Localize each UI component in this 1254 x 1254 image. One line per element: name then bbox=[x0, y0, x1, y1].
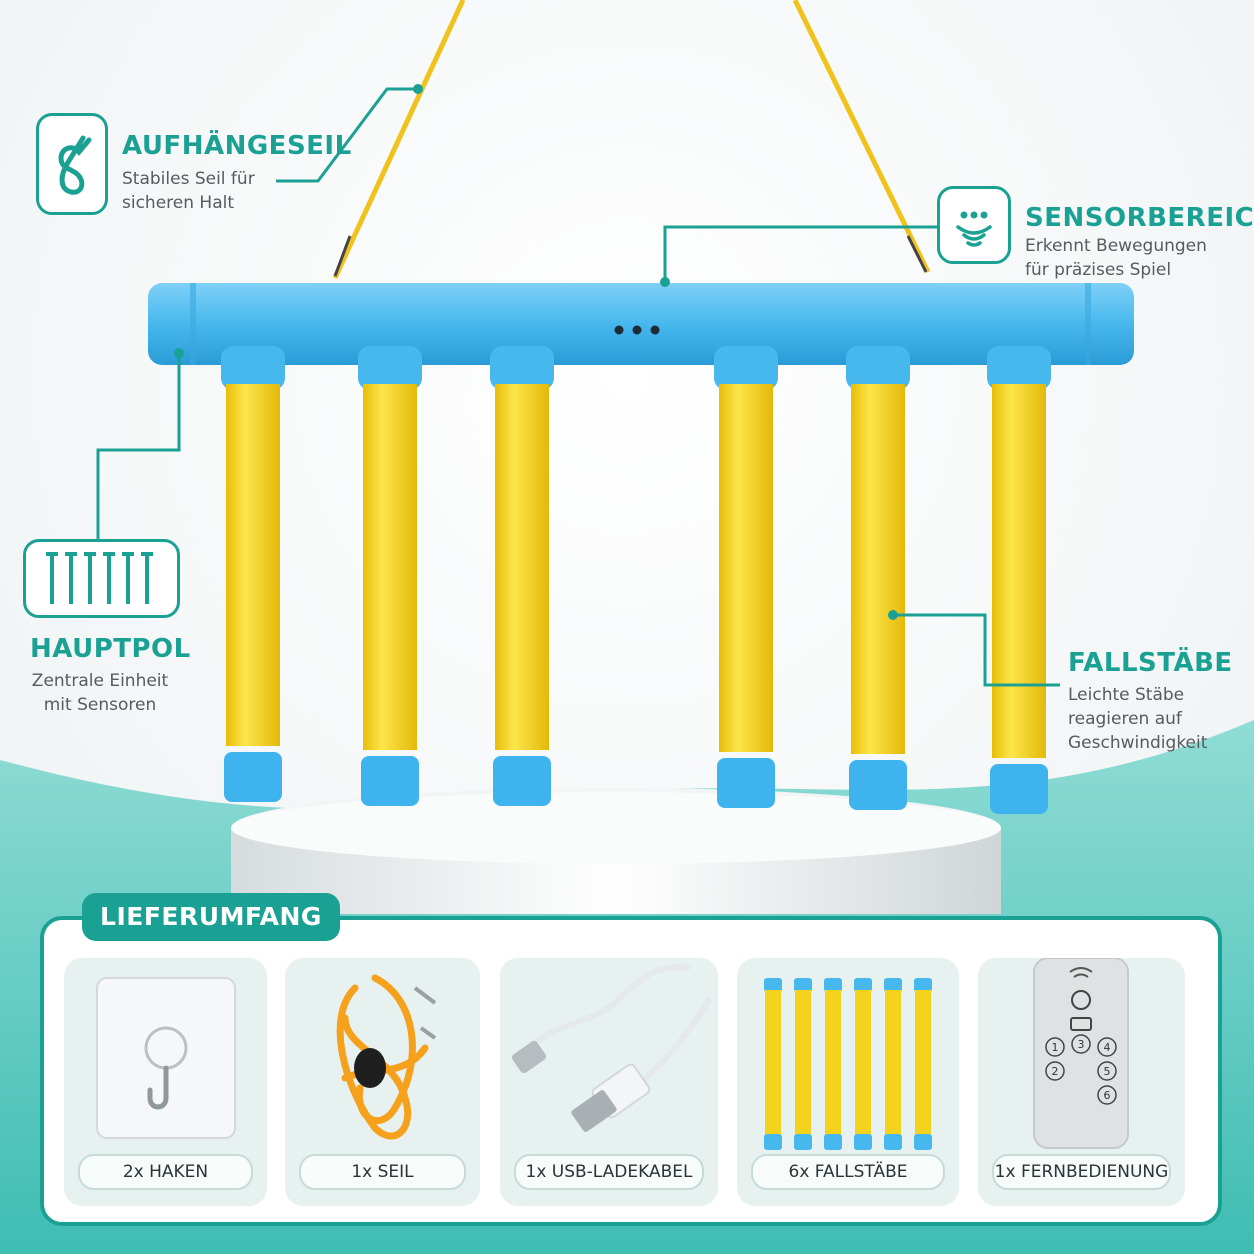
rope-title: AUFHÄNGESEIL bbox=[122, 131, 352, 161]
mini-stick bbox=[824, 978, 842, 1150]
remote-button: 1 bbox=[1045, 1037, 1065, 1057]
mini-stick bbox=[914, 978, 932, 1150]
item-label: 1x SEIL bbox=[299, 1154, 466, 1190]
item-card-hooks: 2x HAKEN bbox=[64, 958, 267, 1206]
remote-button: 3 bbox=[1071, 1034, 1091, 1054]
sensor-description: Erkennt Bewegungen für präzises Spiel bbox=[1025, 236, 1207, 280]
sticks-title: FALLSTÄBE bbox=[1068, 648, 1233, 678]
sticks-icon bbox=[23, 539, 180, 618]
svg-text:6: 6 bbox=[1104, 1089, 1111, 1102]
mini-stick bbox=[854, 978, 872, 1150]
pole-description: Zentrale Einheit mit Sensoren bbox=[31, 671, 169, 715]
mini-stick bbox=[794, 978, 812, 1150]
item-label: 1x FERNBEDIENUNG bbox=[992, 1154, 1171, 1190]
svg-text:4: 4 bbox=[1104, 1041, 1111, 1054]
remote-control-icon: 1 3 4 2 5 6 bbox=[1033, 958, 1129, 1149]
falling-stick bbox=[846, 346, 910, 810]
item-label: 6x FALLSTÄBE bbox=[751, 1154, 945, 1190]
pole-title: HAUPTPOL bbox=[30, 634, 191, 664]
svg-text:5: 5 bbox=[1104, 1065, 1111, 1078]
remote-button: 6 bbox=[1097, 1085, 1117, 1105]
remote-button: 2 bbox=[1045, 1061, 1065, 1081]
sensor-title: SENSORBEREICH bbox=[1025, 203, 1254, 233]
falling-stick bbox=[490, 346, 554, 806]
sticks-description: Leichte Stäbe reagieren auf Geschwindigk… bbox=[1068, 685, 1208, 753]
rope-description: Stabiles Seil für sicheren Halt bbox=[122, 169, 255, 213]
falling-stick bbox=[358, 346, 422, 806]
usb-cable-icon bbox=[511, 964, 713, 1132]
contents-heading: LIEFERUMFANG bbox=[82, 893, 340, 941]
item-label: 2x HAKEN bbox=[78, 1154, 253, 1190]
mini-stick bbox=[764, 978, 782, 1150]
remote-button: 5 bbox=[1097, 1061, 1117, 1081]
svg-text:1: 1 bbox=[1052, 1041, 1059, 1054]
item-card-usb: 1x USB-LADEKABEL bbox=[500, 958, 718, 1206]
sensor-face-icon bbox=[937, 186, 1011, 264]
mini-stick bbox=[884, 978, 902, 1150]
falling-stick bbox=[987, 346, 1051, 814]
falling-stick bbox=[221, 346, 285, 802]
item-label: 1x USB-LADEKABEL bbox=[514, 1154, 704, 1190]
rope-icon bbox=[336, 974, 437, 1140]
falling-stick bbox=[714, 346, 778, 808]
remote-button: 4 bbox=[1097, 1037, 1117, 1057]
rope-knot-icon bbox=[36, 113, 108, 215]
item-card-rope: 1x SEIL bbox=[285, 958, 480, 1206]
item-card-sticks: 6x FALLSTÄBE bbox=[737, 958, 959, 1206]
adhesive-hook-icon bbox=[96, 977, 236, 1139]
svg-text:2: 2 bbox=[1052, 1065, 1059, 1078]
svg-text:3: 3 bbox=[1078, 1038, 1085, 1051]
item-card-remote: 1 3 4 2 5 6 1x FERNBEDIENUNG bbox=[978, 958, 1185, 1206]
falling-sticks-icon bbox=[764, 978, 932, 1150]
